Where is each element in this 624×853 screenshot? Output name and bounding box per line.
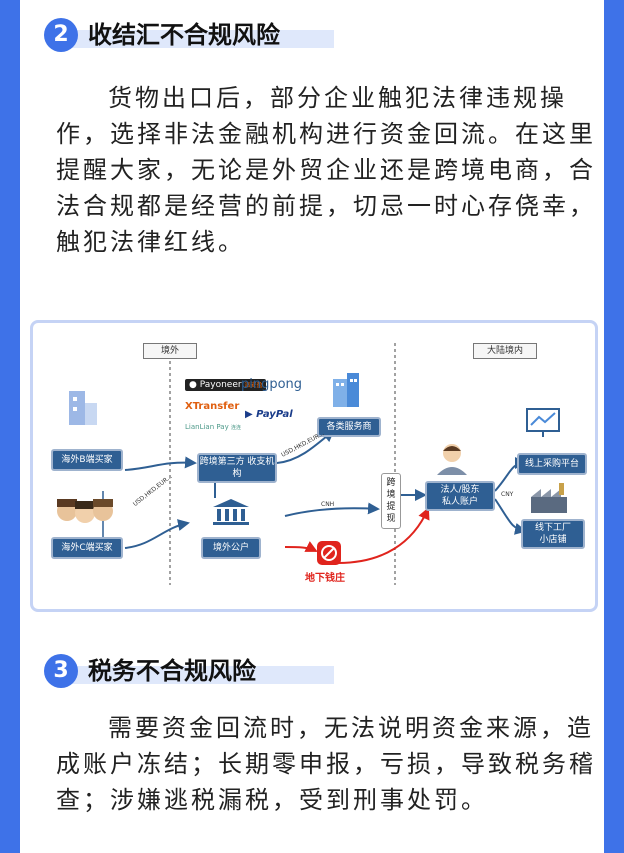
service-providers-box: 各类服务商 bbox=[317, 417, 381, 437]
overseas-corporate-account-box: 境外公户 bbox=[201, 537, 261, 559]
online-platform-box: 线上采购平台 bbox=[517, 453, 587, 475]
third-party-payment-box: 跨境第三方 收支机构 bbox=[197, 453, 277, 483]
xtransfer-logo: XTransfer bbox=[185, 401, 240, 412]
legal-person-account-box: 法人/股东 私人账户 bbox=[425, 481, 495, 511]
office-building-icon bbox=[333, 373, 359, 407]
section3-title-highlight bbox=[64, 666, 334, 684]
arrow-c-to-account bbox=[124, 519, 190, 549]
arrow-account-to-underground bbox=[284, 541, 318, 552]
pingpong-logo: pingpong bbox=[241, 377, 303, 392]
person-avatar-icon bbox=[437, 444, 467, 475]
section3-number-badge: 3 bbox=[44, 654, 78, 688]
customers-icon bbox=[57, 499, 113, 523]
prohibited-icon bbox=[317, 541, 341, 565]
arrow-account-cnh bbox=[284, 502, 380, 517]
building-icon bbox=[69, 391, 97, 425]
overseas-b-buyer-box: 海外B端买家 bbox=[51, 449, 123, 471]
arrow-b-to-thirdparty bbox=[124, 456, 197, 471]
section3-paragraph: 需要资金回流时，无法说明资金来源，造成账户冻结；长期零申报，亏损，导致税务稽查；… bbox=[56, 714, 596, 814]
factory-icon bbox=[531, 483, 567, 513]
underground-bank-label: 地下钱庄 bbox=[305, 573, 345, 584]
offline-factory-box: 线下工厂 小店铺 bbox=[521, 519, 585, 549]
currency-label-cny: CNY bbox=[501, 491, 514, 498]
section2-number-badge: 2 bbox=[44, 18, 78, 52]
payoneer-logo: ● Payoneer 派安盈 bbox=[185, 379, 267, 391]
bank-icon bbox=[213, 499, 249, 525]
paypal-logo: ▶ PayPal bbox=[245, 409, 293, 420]
region-overseas-label: 境外 bbox=[143, 343, 197, 359]
section2-paragraph: 货物出口后，部分企业触犯法律违规操作，选择非法金融机构进行资金回流。在这里提醒大… bbox=[56, 84, 596, 256]
cross-border-withdraw-box: 跨 境 提 现 bbox=[381, 473, 401, 529]
region-mainland-label: 大陆境内 bbox=[473, 343, 537, 359]
article-page: 2 收结汇不合规风险 货物出口后，部分企业触犯法律违规操作，选择非法金融机构进行… bbox=[20, 0, 604, 853]
lianlian-logo: LianLian Pay 连连 bbox=[185, 423, 241, 431]
currency-label-cnh: CNH bbox=[321, 501, 335, 508]
arrow-underground-to-personal bbox=[337, 507, 430, 564]
overseas-c-buyer-box: 海外C端买家 bbox=[51, 537, 123, 559]
section3-title: 税务不合规风险 bbox=[88, 657, 256, 685]
section2-title: 收结汇不合规风险 bbox=[88, 21, 280, 49]
chart-board-icon bbox=[526, 408, 560, 437]
paypal-icon: ▶ bbox=[245, 409, 257, 420]
section2-title-highlight bbox=[64, 30, 334, 48]
fund-flow-diagram: 境外 大陆境内 海外B端买家 海外C端买家 ● Payoneer 派安盈 pin… bbox=[30, 320, 598, 612]
